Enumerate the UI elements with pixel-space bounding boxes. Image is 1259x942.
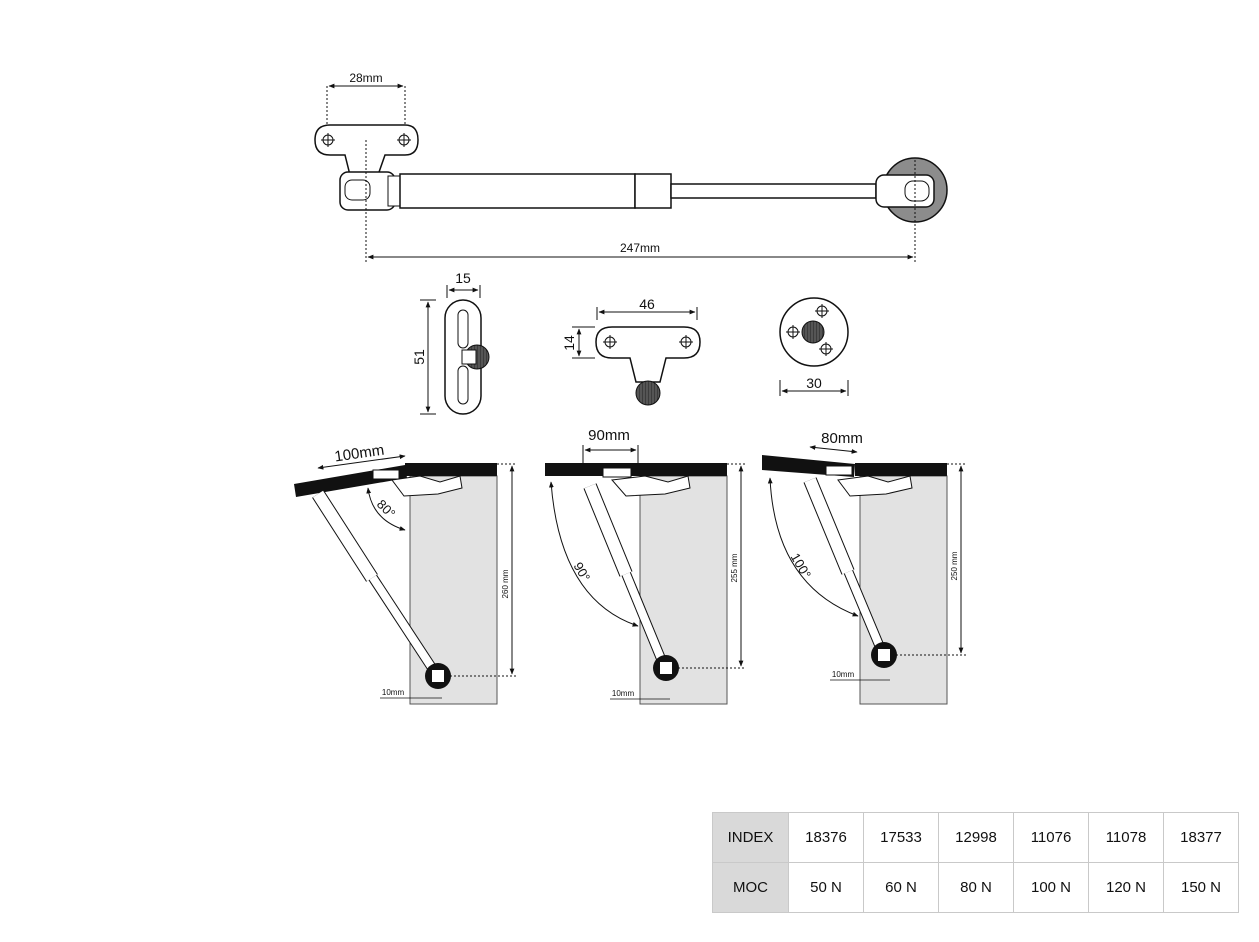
install-100-angle-label: 100°	[788, 550, 814, 581]
install-diagram-80: 100mm 80° 260 mm 10mm	[294, 442, 516, 705]
install-diagram-100: 80mm 100° 250 mm 10mm	[762, 430, 966, 705]
install-100-bottom-offset-label: 10mm	[832, 670, 855, 679]
index-cell: 17533	[863, 812, 939, 863]
spec-table: INDEX 18376 17533 12998 11076 11078 1837…	[712, 812, 1239, 913]
plate-bracket-width-label: 46	[639, 296, 655, 312]
index-header-cell: INDEX	[712, 812, 789, 863]
gas-spring-top-view: 28mm 247mm	[314, 71, 948, 262]
plate-bracket-height-label: 14	[561, 335, 577, 351]
install-90-height-label: 255 mm	[730, 553, 739, 582]
slot-bracket-height-label: 51	[411, 349, 427, 365]
index-cell: 18377	[1163, 812, 1239, 863]
force-cell: 100 N	[1013, 862, 1089, 913]
install-90-angle-label: 90°	[570, 559, 593, 584]
force-cell: 50 N	[788, 862, 864, 913]
install-80-height-label: 260 mm	[501, 569, 510, 598]
force-header-cell: MOC	[712, 862, 789, 913]
table-row-force: MOC 50 N 60 N 80 N 100 N 120 N 150 N	[712, 862, 1239, 913]
install-90-bottom-offset-label: 10mm	[612, 689, 635, 698]
index-cell: 12998	[938, 812, 1014, 863]
force-cell: 60 N	[863, 862, 939, 913]
plate-bracket-detail: 46 14	[561, 296, 701, 406]
table-row-index: INDEX 18376 17533 12998 11076 11078 1837…	[712, 812, 1239, 863]
force-cell: 80 N	[938, 862, 1014, 913]
install-80-offset-label: 100mm	[333, 442, 385, 466]
index-cell: 11076	[1013, 812, 1089, 863]
install-diagram-90: 90mm 90° 255 mm 10mm	[545, 427, 746, 705]
install-80-bottom-offset-label: 10mm	[382, 688, 405, 697]
index-cell: 18376	[788, 812, 864, 863]
install-100-height-label: 250 mm	[950, 551, 959, 580]
bracket-width-label: 28mm	[349, 71, 382, 85]
install-80-angle-label: 80°	[374, 497, 399, 522]
total-length-label: 247mm	[620, 241, 660, 255]
round-bracket-detail: 30	[779, 297, 849, 396]
slot-bracket-width-label: 15	[455, 270, 471, 286]
force-cell: 120 N	[1088, 862, 1164, 913]
install-90-offset-label: 90mm	[588, 427, 630, 444]
round-bracket-diameter-label: 30	[806, 375, 822, 391]
slot-bracket-detail: 15 51	[411, 270, 490, 415]
install-100-offset-label: 80mm	[821, 430, 863, 447]
index-cell: 11078	[1088, 812, 1164, 863]
technical-drawing: 28mm 247mm 15 51	[294, 71, 966, 705]
force-cell: 150 N	[1163, 862, 1239, 913]
